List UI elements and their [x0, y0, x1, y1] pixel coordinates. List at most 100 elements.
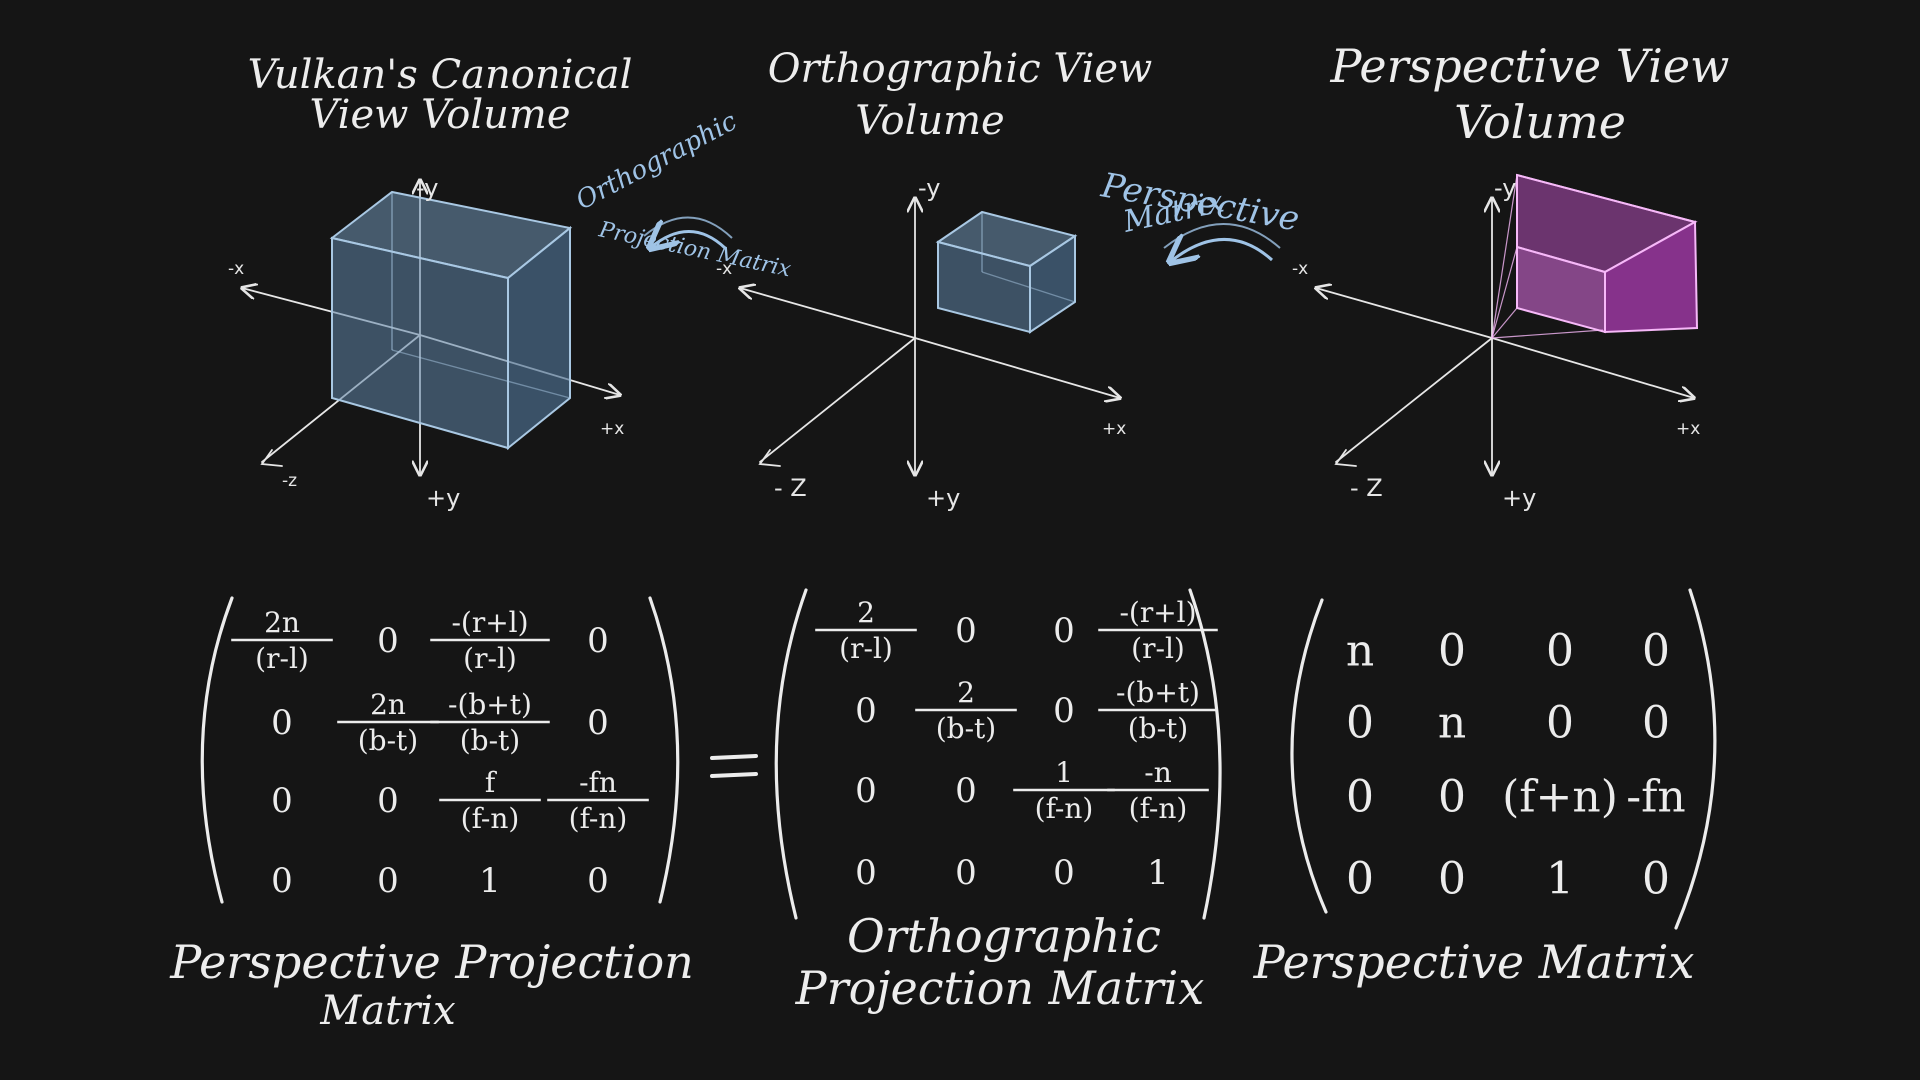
fraction-denominator: (f-n)	[1035, 792, 1094, 825]
label-neg-x: -x	[1292, 259, 1308, 279]
canonical-title-line2: View Volume	[309, 92, 570, 138]
matrix-entry: 0	[271, 703, 293, 743]
fraction-numerator: 1	[1055, 756, 1073, 789]
fraction-denominator: (r-l)	[463, 642, 517, 675]
ortho-view-volume	[935, 210, 1078, 334]
matrix-fraction: -fn(f-n)	[547, 766, 649, 835]
label-neg-z: -z	[282, 471, 297, 491]
matrix-entry: 0	[377, 781, 399, 821]
fraction-numerator: 2	[857, 596, 875, 629]
matrix-entry: 0	[1053, 691, 1075, 731]
matrix-entry: 0	[955, 771, 977, 811]
label-neg-x: -x	[716, 259, 732, 279]
ortho-arrow-label-line2: Projection Matrix	[596, 217, 794, 282]
matrix-entry: 0	[377, 621, 399, 661]
perspective-matrix-arrow: Perspective Matrix	[1097, 165, 1302, 262]
persp-volume-title: Perspective View Volume	[1330, 39, 1730, 149]
matrix-entry: 0	[1346, 771, 1374, 822]
fraction-denominator: (b-t)	[460, 724, 520, 757]
persp-axes	[1316, 198, 1694, 475]
ortho-title-line2: Volume	[855, 98, 1004, 144]
matrix-fraction: 2n(b-t)	[337, 688, 439, 757]
label-neg-z: - Z	[774, 474, 807, 502]
matrix-entry: 0	[587, 703, 609, 743]
fraction-denominator: (f-n)	[461, 802, 520, 835]
fraction-denominator: (f-n)	[569, 802, 628, 835]
label-pos-x: +x	[1676, 419, 1700, 439]
label-pos-y: +y	[926, 484, 960, 512]
fraction-numerator: -(r+l)	[451, 606, 528, 639]
matrix-entry: 0	[1546, 625, 1574, 676]
matrix-entry: -fn	[1626, 771, 1686, 822]
ortho-title-line1: Orthographic View	[768, 46, 1153, 92]
axis-neg-z-head	[1334, 449, 1357, 467]
matrix-entry: 1	[1147, 853, 1169, 893]
persp-title-line1: Perspective View	[1330, 39, 1730, 93]
matrix-fraction: f(f-n)	[439, 766, 541, 835]
matrix-entry: 1	[479, 861, 501, 901]
ortho-volume-title: Orthographic View Volume	[768, 46, 1153, 144]
axis-pos-x	[914, 337, 1120, 398]
frustum-near-face	[1516, 245, 1606, 334]
matrix-entry: 0	[1642, 853, 1670, 904]
label-pos-y: +y	[426, 484, 460, 512]
matrix-fraction: 2n(r-l)	[231, 606, 333, 675]
right-paren	[1188, 588, 1222, 920]
box-front-face	[937, 240, 1031, 334]
fraction-denominator: (b-t)	[1128, 712, 1188, 745]
axis-neg-x	[740, 288, 916, 339]
matrix-entry: n	[1346, 625, 1374, 676]
fraction-denominator: (f-n)	[1129, 792, 1188, 825]
matrix-entry: 0	[855, 691, 877, 731]
label-neg-y: -y	[918, 174, 940, 202]
matrix-fraction: -(r+l)(r-l)	[430, 606, 550, 675]
matrix-fraction: -(r+l)(r-l)	[1098, 596, 1218, 665]
right-paren	[648, 596, 680, 904]
matrix-entry: 0	[1053, 853, 1075, 893]
fraction-numerator: -(r+l)	[1119, 596, 1196, 629]
matrix-fraction: 1(f-n)	[1013, 756, 1115, 825]
matrix-entry: 0	[855, 853, 877, 893]
fraction-numerator: 2	[957, 676, 975, 709]
matrix-entry: 0	[1438, 771, 1466, 822]
equals-sign-bottom	[710, 772, 758, 778]
matrix-entry: 0	[1642, 697, 1670, 748]
matrix-entry: 0	[271, 781, 293, 821]
matrix-entry: 1	[1546, 853, 1574, 904]
caption-persp-proj-line1: Perspective Projection	[169, 935, 694, 989]
label-neg-z: - Z	[1350, 474, 1383, 502]
fraction-numerator: 2n	[370, 688, 406, 721]
fraction-denominator: (r-l)	[1131, 632, 1185, 665]
canonical-view-volume	[329, 190, 573, 451]
matrix-fraction: -(b+t)(b-t)	[430, 688, 550, 757]
matrix-entry: 0	[587, 861, 609, 901]
canonical-volume-title: Vulkan's Canonical View Volume	[248, 52, 633, 138]
matrix-entry: 0	[587, 621, 609, 661]
axis-neg-z-head	[260, 449, 283, 467]
matrix-fraction: 2(b-t)	[915, 676, 1017, 745]
matrix-entry: 0	[1438, 853, 1466, 904]
matrix-entry: 0	[855, 771, 877, 811]
matrix-entry: (f+n)	[1502, 771, 1618, 822]
fraction-numerator: 2n	[264, 606, 300, 639]
persp-view-volume	[1491, 173, 1699, 339]
fraction-denominator: (r-l)	[255, 642, 309, 675]
equals-sign-top	[710, 754, 758, 760]
fraction-denominator: (r-l)	[839, 632, 893, 665]
caption-persp-proj-line2: Matrix	[319, 988, 455, 1034]
label-pos-x: +x	[1102, 419, 1126, 439]
matrix-fraction: 2(r-l)	[815, 596, 917, 665]
canonical-title-line1: Vulkan's Canonical	[248, 52, 633, 98]
left-paren	[1290, 598, 1328, 914]
fraction-numerator: -n	[1144, 756, 1172, 789]
axis-neg-x	[1316, 288, 1493, 339]
matrix-entry: 0	[1438, 625, 1466, 676]
matrix-entry: n	[1438, 697, 1466, 748]
fraction-numerator: -fn	[579, 766, 617, 799]
